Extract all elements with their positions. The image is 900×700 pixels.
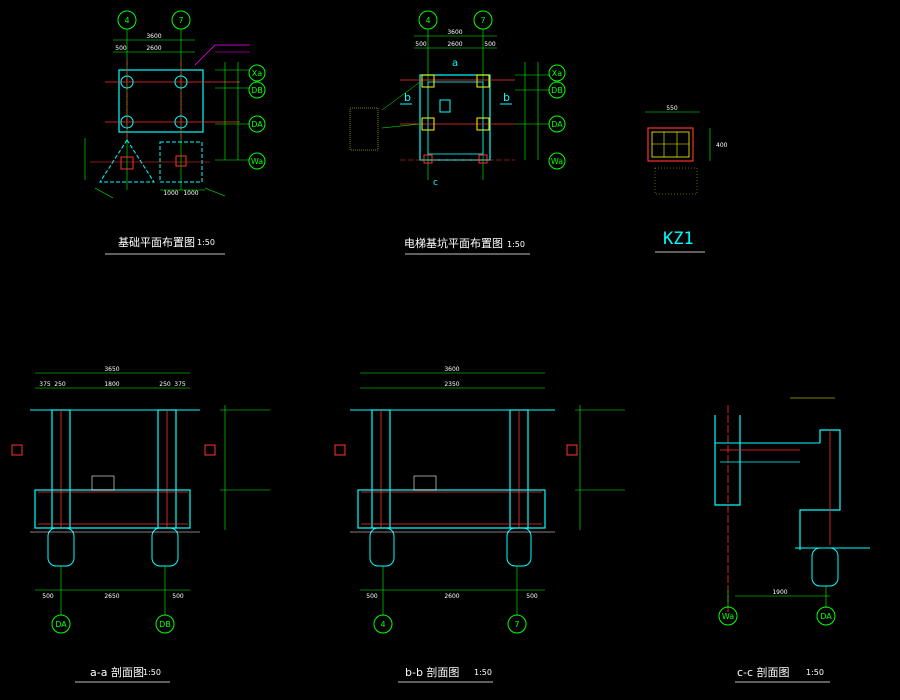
- pit-dim-500r: 500: [484, 41, 496, 48]
- secA-dim-250l: 250: [54, 381, 66, 388]
- secB-dim-2600: 2600: [444, 593, 459, 600]
- pit-axis-wa: Wa: [551, 157, 563, 166]
- section-c-scale: 1:50: [806, 668, 824, 677]
- column-kz1-view: 550 400: [645, 105, 728, 195]
- plan-dim-1000a: 1000: [163, 190, 178, 197]
- secB-dim-2350: 2350: [444, 381, 459, 388]
- foundation-plan-title: 基础平面布置图: [118, 236, 195, 249]
- secB-axis-4: 4: [380, 620, 385, 629]
- section-a-scale: 1:50: [143, 668, 161, 677]
- foundation-plan-scale: 1:50: [197, 238, 215, 247]
- col-dim-550: 550: [666, 105, 678, 112]
- secB-axis-7: 7: [514, 620, 519, 629]
- section-c-title: c-c 剖面图: [737, 666, 790, 679]
- foundation-plan-view: 4 7 3600 500 2600 1000 1000: [84, 10, 266, 199]
- pit-axis-db: DB: [551, 86, 563, 95]
- axis-7-label: 7: [178, 16, 183, 25]
- secC-dim-1900: 1900: [772, 589, 787, 596]
- pit-axis-4-label: 4: [425, 16, 430, 25]
- col-dim-400: 400: [716, 142, 728, 149]
- secA-axis-da: DA: [55, 620, 67, 629]
- pit-section-a-top: a: [452, 58, 458, 69]
- pit-plan-scale: 1:50: [507, 240, 525, 249]
- secA-dim-2650: 2650: [104, 593, 119, 600]
- pit-dim-500l: 500: [415, 41, 427, 48]
- pit-plan-title: 电梯基坑平面布置图: [404, 237, 503, 250]
- column-kz1-title: KZ1: [663, 229, 694, 249]
- secC-axis-da: DA: [820, 612, 832, 621]
- pit-dim-total: 3600: [447, 29, 462, 36]
- plan-axis-db: DB: [251, 86, 263, 95]
- plan-axis-da: DA: [251, 120, 263, 129]
- pit-section-b-left: b: [404, 91, 411, 104]
- pit-plan-view: 4 7 3600 2600 500 500 b b a c: [349, 10, 566, 188]
- secA-axis-db: DB: [159, 620, 171, 629]
- axis-4-label: 4: [124, 16, 129, 25]
- section-c-view: 1900 Wa DA: [714, 397, 870, 626]
- pit-axis-da: DA: [551, 120, 563, 129]
- secA-dim-375r: 375: [174, 381, 186, 388]
- plan-dim-500: 500: [115, 45, 127, 52]
- pit-dim-2600: 2600: [447, 41, 462, 48]
- secB-dim-500l: 500: [366, 593, 378, 600]
- section-a-title: a-a 剖面图: [90, 666, 144, 679]
- pit-section-c-bot: c: [433, 178, 438, 188]
- pit-axis-7-label: 7: [480, 16, 485, 25]
- section-b-scale: 1:50: [474, 668, 492, 677]
- secB-dim-total: 3600: [444, 366, 459, 373]
- plan-dim-2600: 2600: [146, 45, 161, 52]
- plan-axis-xa: Xa: [252, 69, 262, 78]
- plan-dim-1000b: 1000: [183, 190, 198, 197]
- section-b-view: 3600 2350 500 2600 500 4 7: [334, 366, 625, 634]
- secA-dim-375l: 375: [39, 381, 51, 388]
- secC-axis-wa: Wa: [722, 612, 734, 621]
- secA-dim-total: 3650: [104, 366, 119, 373]
- plan-axis-wa: Wa: [251, 157, 263, 166]
- pit-section-b-right: b: [503, 91, 510, 104]
- plan-dim-total: 3600: [146, 33, 161, 40]
- secA-dim-250r: 250: [159, 381, 171, 388]
- secA-dim-500l: 500: [42, 593, 54, 600]
- secA-dim-1800: 1800: [104, 381, 119, 388]
- secA-dim-500r: 500: [172, 593, 184, 600]
- section-a-view: 3650 375 250 1800 250 375 500 2650 500 D…: [11, 366, 270, 634]
- secB-dim-500r: 500: [526, 593, 538, 600]
- section-b-title: b-b 剖面图: [405, 666, 460, 679]
- pit-axis-xa: Xa: [552, 69, 562, 78]
